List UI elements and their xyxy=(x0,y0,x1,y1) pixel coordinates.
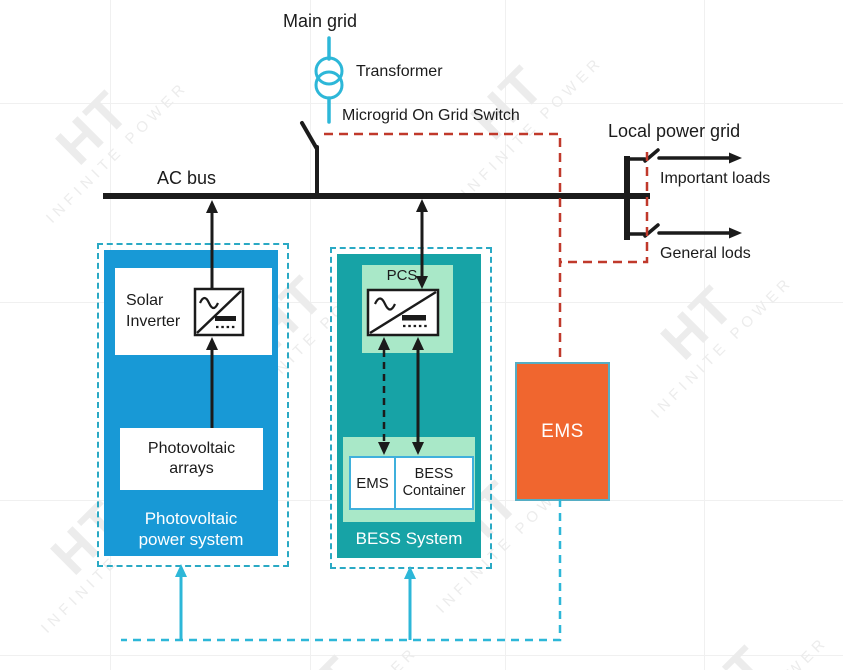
important-loads-arrow xyxy=(625,148,742,164)
bess-container-label: BESS Container xyxy=(402,466,466,499)
gridline xyxy=(0,655,843,656)
gridline xyxy=(310,0,311,670)
ems-to-pv-arrow xyxy=(175,564,187,640)
gridline xyxy=(704,0,705,670)
bess-ems-label: EMS xyxy=(356,474,389,492)
watermark: HT INFINITE POWER xyxy=(647,272,797,422)
general-loads-label: General lods xyxy=(660,245,751,262)
watermark: HT INFINITE POWER xyxy=(42,77,192,227)
watermark: HT INFINITE POWER xyxy=(237,607,423,670)
general-loads-arrow xyxy=(625,223,742,239)
transformer-label: Transformer xyxy=(356,63,443,80)
pv-arrays-box: Photovoltaic arrays xyxy=(120,428,263,490)
pv-system-caption: Photovoltaic power system xyxy=(138,509,244,549)
watermark: HT INFINITE POWER xyxy=(647,597,833,670)
ems-controller-box: EMS xyxy=(515,362,610,501)
bess-system-caption: BESS System xyxy=(355,529,463,548)
local-power-grid-label: Local power grid xyxy=(608,121,741,141)
pcs-label: PCS xyxy=(386,267,418,284)
ems-controller-label: EMS xyxy=(541,420,584,442)
solar-inverter-label: Solar Inverter xyxy=(126,292,181,330)
bess-ems-unit: EMS xyxy=(349,456,396,510)
pv-arrays-label: Photovoltaic arrays xyxy=(147,440,236,477)
gridline xyxy=(0,103,843,104)
important-loads-label: Important loads xyxy=(660,170,771,187)
ems-to-bess-arrow xyxy=(404,566,416,640)
main-grid-label: Main grid xyxy=(283,11,358,31)
solar-inverter-panel xyxy=(115,268,272,355)
transformer-icon xyxy=(314,36,344,124)
ac-bus-label: AC bus xyxy=(157,168,217,188)
grid-switch-label: Microgrid On Grid Switch xyxy=(342,107,520,124)
gridline xyxy=(505,0,506,670)
bess-container-unit: BESS Container xyxy=(394,456,474,510)
